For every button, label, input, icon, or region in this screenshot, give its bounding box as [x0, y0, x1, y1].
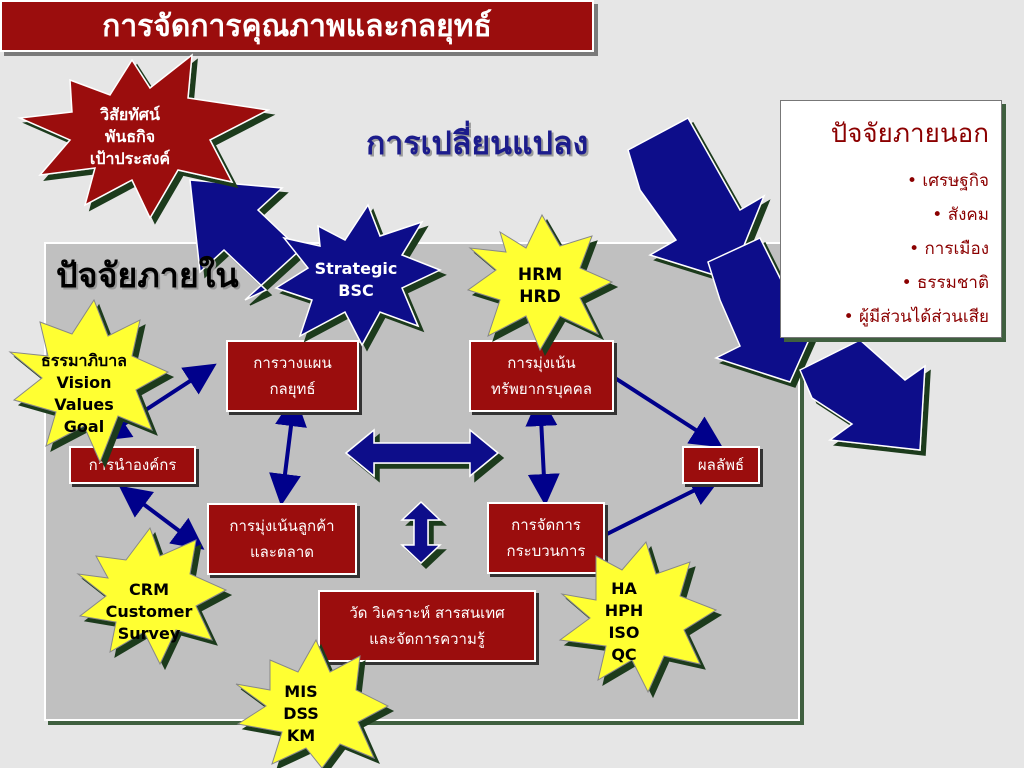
- crm-star-line: Customer: [105, 602, 193, 621]
- governance-star-line: Vision: [56, 373, 112, 392]
- box-customer-focus: การมุ่งเน้นลูกค้า และตลาด: [207, 503, 357, 575]
- arrow-down-left-icon-2: [707, 237, 826, 383]
- box-process-mgmt-line2: กระบวนการ: [506, 542, 586, 560]
- ha-star-line: ISO: [608, 623, 640, 642]
- box-hr-focus: การมุ่งเน้น ทรัพยากรบุคคล: [469, 340, 614, 412]
- crm-star-icon: [76, 526, 228, 666]
- arrow-hr-results: [613, 376, 723, 448]
- crm-star-line: CRM: [129, 580, 169, 599]
- box-customer-focus-line2: และตลาด: [249, 543, 314, 561]
- ha-star-line: HA: [611, 579, 637, 598]
- mis-star-label: MIS DSS KM: [266, 676, 336, 752]
- external-factors-title: ปัจจัยภายนอก: [830, 119, 989, 149]
- ha-star-label: HA HPH ISO QC: [594, 574, 654, 670]
- hrm-star-icon: [466, 213, 614, 352]
- box-results: ผลลัพธ์: [682, 446, 760, 484]
- mis-star-line: KM: [286, 726, 316, 745]
- ha-star-icon: [558, 540, 718, 694]
- double-arrow-vertical-icon: [400, 500, 442, 565]
- change-label: การเปลี่ยนแปลง: [366, 124, 589, 162]
- box-strategy-planning-line2: กลยุทธ์: [269, 380, 316, 398]
- governance-star-line: Goal: [63, 417, 105, 436]
- mis-star-line: DSS: [283, 704, 319, 723]
- external-factors-list: เศรษฐกิจ สังคม การเมือง ธรรมชาติ ผู้มีส่…: [781, 164, 989, 334]
- box-hr-focus-line2: ทรัพยากรบุคคล: [491, 380, 592, 398]
- vision-star-line: วิสัยทัศน์: [100, 105, 160, 124]
- hrm-star-label: HRM HRD: [500, 258, 580, 314]
- box-leadership-line1: การนำองค์กร: [88, 456, 177, 474]
- ha-star-line: QC: [611, 645, 637, 664]
- mis-star-icon: [235, 638, 390, 768]
- external-item: การเมือง: [781, 232, 990, 266]
- vision-star-line: พันธกิจ: [104, 127, 156, 146]
- ha-star-line: HPH: [604, 601, 644, 620]
- external-factors-box: ปัจจัยภายนอก เศรษฐกิจ สังคม การเมือง ธรร…: [780, 100, 1002, 338]
- box-strategy-planning: การวางแผน กลยุทธ์: [226, 340, 359, 412]
- strategic-star-line: BSC: [338, 281, 374, 300]
- governance-star-line: ธรรมาภิบาล: [41, 351, 127, 370]
- crm-star-label: CRM Customer Survey: [96, 574, 202, 650]
- box-strategy-planning-line1: การวางแผน: [253, 354, 332, 372]
- crm-star-line: Survey: [117, 624, 181, 643]
- box-process-mgmt: การจัดการ กระบวนการ: [487, 502, 605, 574]
- box-customer-focus-line1: การมุ่งเน้นลูกค้า: [229, 517, 335, 535]
- governance-star-line: Values: [54, 395, 114, 414]
- external-item: เศรษฐกิจ: [781, 164, 989, 198]
- box-hr-focus-line1: การมุ่งเน้น: [507, 354, 576, 372]
- governance-star-icon: [8, 298, 170, 464]
- hrm-star-line: HRM: [517, 265, 563, 285]
- page-title: การจัดการคุณภาพและกลยุทธ์: [0, 0, 594, 52]
- strategic-star-line: Strategic: [314, 259, 398, 278]
- arrow-up-left-icon: [189, 179, 302, 301]
- box-process-mgmt-line1: การจัดการ: [511, 516, 581, 534]
- arrow-down-left-icon-3: [799, 339, 926, 451]
- strategic-star-label: Strategic BSC: [306, 252, 406, 308]
- arrow-leadership-customer: [118, 485, 205, 550]
- arrow-hr-process: [525, 394, 560, 506]
- box-leadership: การนำองค์กร: [69, 446, 196, 484]
- vision-star-line: เป้าประสงค์: [89, 149, 171, 168]
- vision-star-label: วิสัยทัศน์ พันธกิจ เป้าประสงค์: [70, 96, 190, 178]
- box-measurement-line1: วัด วิเคราะห์ สารสนเทศ: [349, 604, 505, 622]
- double-arrow-horizontal-icon: [344, 428, 500, 478]
- internal-factors-label: ปัจจัยภายใน: [56, 256, 239, 296]
- external-item: สังคม: [781, 198, 989, 232]
- governance-star-label: ธรรมาภิบาล Vision Values Goal: [20, 344, 148, 444]
- mis-star-line: MIS: [284, 682, 318, 701]
- box-measurement: วัด วิเคราะห์ สารสนเทศ และจัดการความรู้: [318, 590, 536, 662]
- arrow-process-results: [604, 476, 723, 537]
- arrow-strategy-customer: [269, 394, 307, 506]
- strategic-star-icon: [274, 203, 442, 347]
- box-measurement-line2: และจัดการความรู้: [369, 630, 485, 648]
- box-results-line1: ผลลัพธ์: [697, 456, 745, 474]
- hrm-star-line: HRD: [519, 287, 561, 307]
- external-item: ธรรมชาติ: [781, 266, 989, 300]
- vision-star-icon: [17, 53, 271, 220]
- external-item: ผู้มีส่วนได้ส่วนเสีย: [781, 300, 989, 334]
